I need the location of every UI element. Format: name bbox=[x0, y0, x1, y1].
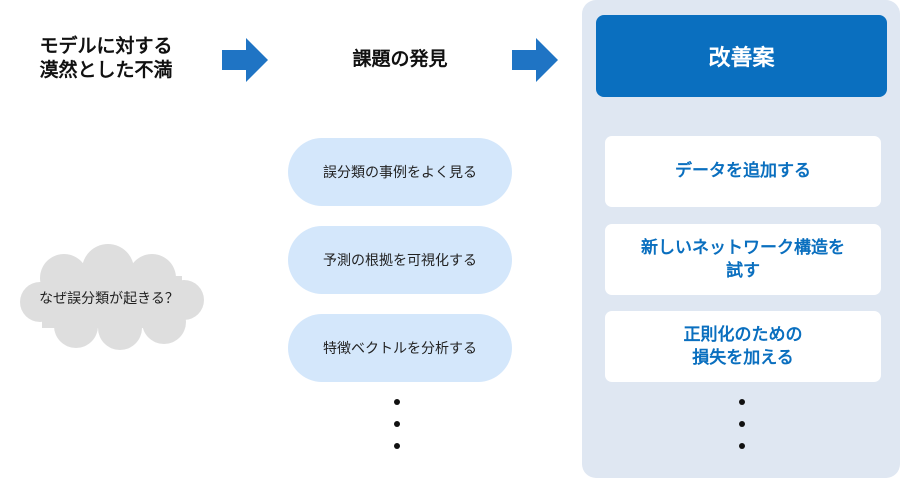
improvement-header: 改善案 bbox=[596, 15, 887, 97]
issue-item: 特徴ベクトルを分析する bbox=[288, 314, 512, 382]
ellipsis-dot bbox=[394, 443, 400, 449]
ellipsis-dot bbox=[394, 421, 400, 427]
ellipsis-dot bbox=[739, 421, 745, 427]
improvement-item: データを追加する bbox=[605, 136, 881, 207]
arrow-right-icon bbox=[222, 38, 268, 82]
question-text: なぜ誤分類が起きる？ bbox=[39, 291, 179, 307]
improvement-item: 新しいネットワーク構造を 試す bbox=[605, 224, 881, 295]
ellipsis-dot bbox=[739, 399, 745, 405]
ellipsis-dot bbox=[739, 443, 745, 449]
ellipsis-dot bbox=[394, 399, 400, 405]
issue-item: 誤分類の事例をよく見る bbox=[288, 138, 512, 206]
step-discovery-label: 課題の発見 bbox=[352, 48, 448, 70]
arrow-right-icon bbox=[512, 38, 558, 82]
thought-cloud-icon bbox=[20, 244, 204, 350]
step-dissatisfaction-label: モデルに対する 漠然とした不満 bbox=[39, 35, 173, 81]
issue-item: 予測の根拠を可視化する bbox=[288, 226, 512, 294]
improvement-item: 正則化のための 損失を加える bbox=[605, 311, 881, 382]
